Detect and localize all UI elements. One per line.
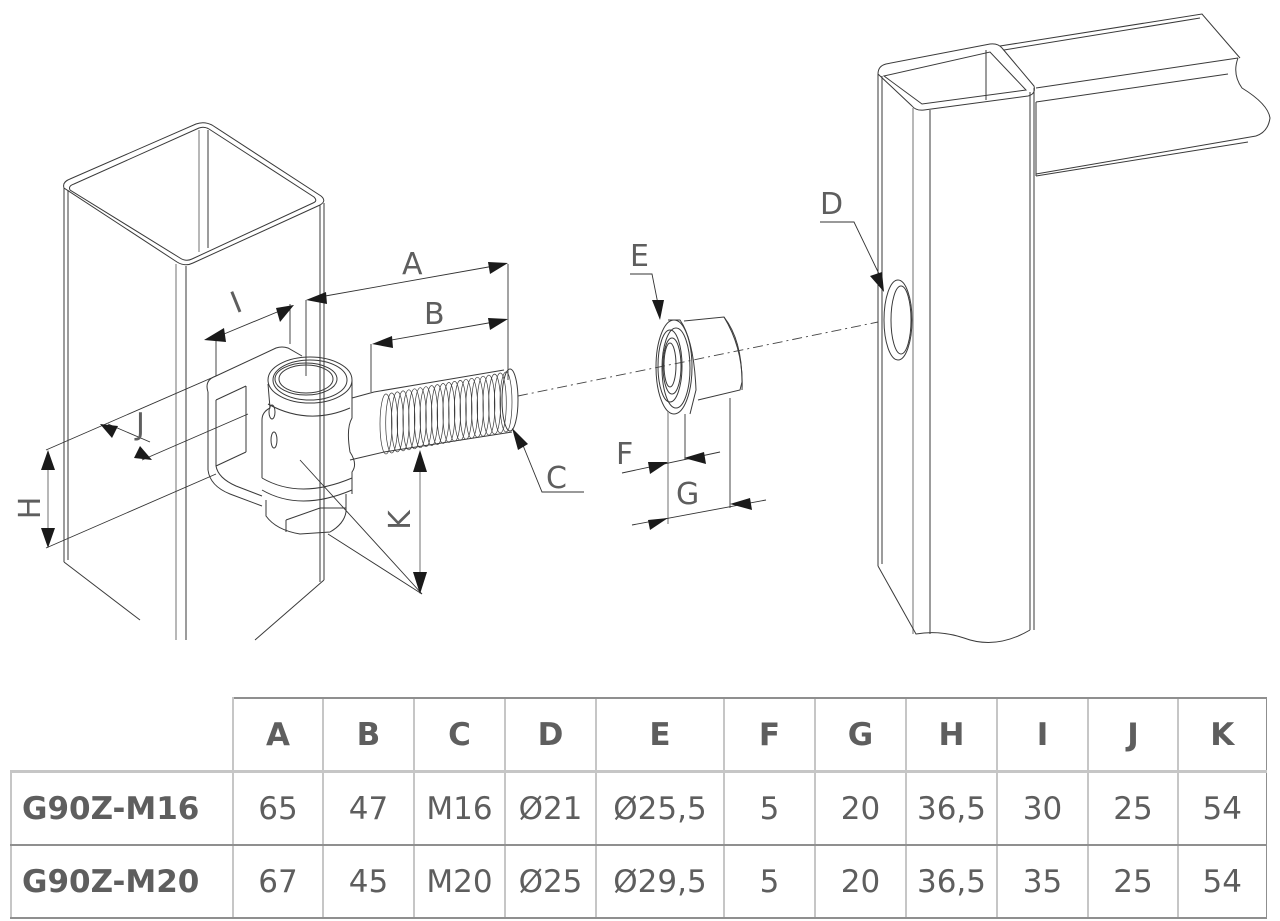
- cell-d: Ø25: [504, 845, 597, 919]
- cell-h: 36,5: [905, 845, 998, 919]
- column-header-d: D: [504, 697, 597, 773]
- thread-ring: [442, 382, 456, 443]
- cell-b: 45: [322, 845, 415, 919]
- model-cell: G90Z-M16: [10, 771, 234, 846]
- label-b: B: [424, 297, 445, 332]
- thread-ring: [396, 390, 410, 452]
- cell-f: 5: [723, 771, 816, 846]
- thread-ring: [402, 389, 416, 451]
- thread-ring: [385, 392, 399, 454]
- column-header-h: H: [905, 697, 998, 773]
- thread-ring: [431, 384, 444, 445]
- cell-a: 67: [232, 845, 324, 919]
- column-header-e: E: [595, 697, 725, 773]
- spec-table: A B C D E F G H I J K G90Z-M16 65 47 M16…: [10, 697, 1267, 919]
- cell-c: M20: [413, 845, 506, 919]
- dimension-g: G: [631, 398, 767, 530]
- left-square-post: [63, 122, 325, 641]
- thread-ring: [471, 376, 484, 438]
- technical-drawing: H J I A B: [13, 13, 1271, 643]
- cell-b: 47: [322, 771, 415, 846]
- dimension-e: E: [630, 239, 664, 320]
- column-header-b: B: [322, 697, 415, 773]
- bolt-threads: [379, 371, 513, 455]
- label-d: D: [820, 187, 843, 222]
- table-row: G90Z-M20 67 45 M20 Ø25 Ø29,5 5 20 36,5 3…: [10, 845, 1267, 919]
- cell-e: Ø25,5: [595, 771, 725, 846]
- cell-h: 36,5: [905, 771, 998, 846]
- label-h: H: [13, 497, 48, 520]
- dimension-c: C: [512, 428, 584, 496]
- table-header-row: A B C D E F G H I J K: [11, 697, 1267, 773]
- thread-ring: [482, 374, 496, 436]
- cell-j: 25: [1087, 771, 1179, 846]
- thread-ring: [436, 383, 450, 444]
- cell-k: 54: [1177, 771, 1267, 846]
- label-i: I: [226, 285, 247, 321]
- label-f: F: [616, 437, 633, 472]
- center-axis-line: [517, 321, 879, 397]
- model-cell: G90Z-M20: [10, 845, 234, 919]
- thread-ring: [391, 391, 404, 453]
- column-header-i: I: [996, 697, 1089, 773]
- threaded-bolt: [373, 368, 519, 455]
- column-header-f: F: [723, 697, 816, 773]
- column-header-c: C: [413, 697, 506, 773]
- flanged-bushing: [655, 316, 743, 415]
- cell-g: 20: [814, 845, 907, 919]
- label-g: G: [676, 477, 699, 512]
- thread-ring: [425, 385, 439, 446]
- column-header-k: K: [1177, 697, 1267, 773]
- dimension-k: K: [299, 450, 427, 595]
- right-gate-frame: [877, 13, 1271, 643]
- column-header-a: A: [232, 697, 324, 773]
- label-e: E: [630, 239, 649, 274]
- column-header-g: G: [814, 697, 907, 773]
- thread-ring: [419, 386, 433, 448]
- column-header-j: J: [1087, 697, 1179, 773]
- label-j: J: [134, 407, 145, 442]
- dimension-f: F: [616, 412, 721, 524]
- thread-ring: [459, 378, 473, 440]
- cell-c: M16: [413, 771, 506, 846]
- thread-ring: [408, 388, 421, 450]
- dimension-a: A: [305, 247, 509, 380]
- cell-j: 25: [1087, 845, 1179, 919]
- label-k: K: [383, 509, 418, 530]
- cell-d: Ø21: [504, 771, 597, 846]
- dimension-d: D: [820, 187, 884, 292]
- cell-f: 5: [723, 845, 816, 919]
- thread-ring: [379, 393, 393, 455]
- label-c: C: [546, 461, 567, 496]
- cell-e: Ø29,5: [595, 845, 725, 919]
- thread-ring: [465, 377, 479, 439]
- thread-ring: [476, 375, 490, 437]
- thread-ring: [413, 387, 427, 449]
- cell-k: 54: [1177, 845, 1267, 919]
- gate-hinge-bracket: [206, 346, 385, 535]
- dimension-b: B: [370, 297, 508, 392]
- table-row: G90Z-M16 65 47 M16 Ø21 Ø25,5 5 20 36,5 3…: [10, 771, 1267, 846]
- table-corner-cell: [11, 698, 234, 773]
- cell-g: 20: [814, 771, 907, 846]
- thread-ring: [453, 380, 467, 441]
- cell-a: 65: [232, 771, 324, 846]
- thread-ring: [488, 373, 501, 435]
- label-a: A: [402, 247, 423, 282]
- thread-ring: [493, 372, 507, 434]
- thread-ring: [448, 381, 461, 442]
- cell-i: 35: [996, 845, 1089, 919]
- dimension-i: I: [204, 285, 294, 376]
- dimension-j: J: [100, 407, 249, 461]
- dimension-h: H: [13, 375, 217, 549]
- cell-i: 30: [996, 771, 1089, 846]
